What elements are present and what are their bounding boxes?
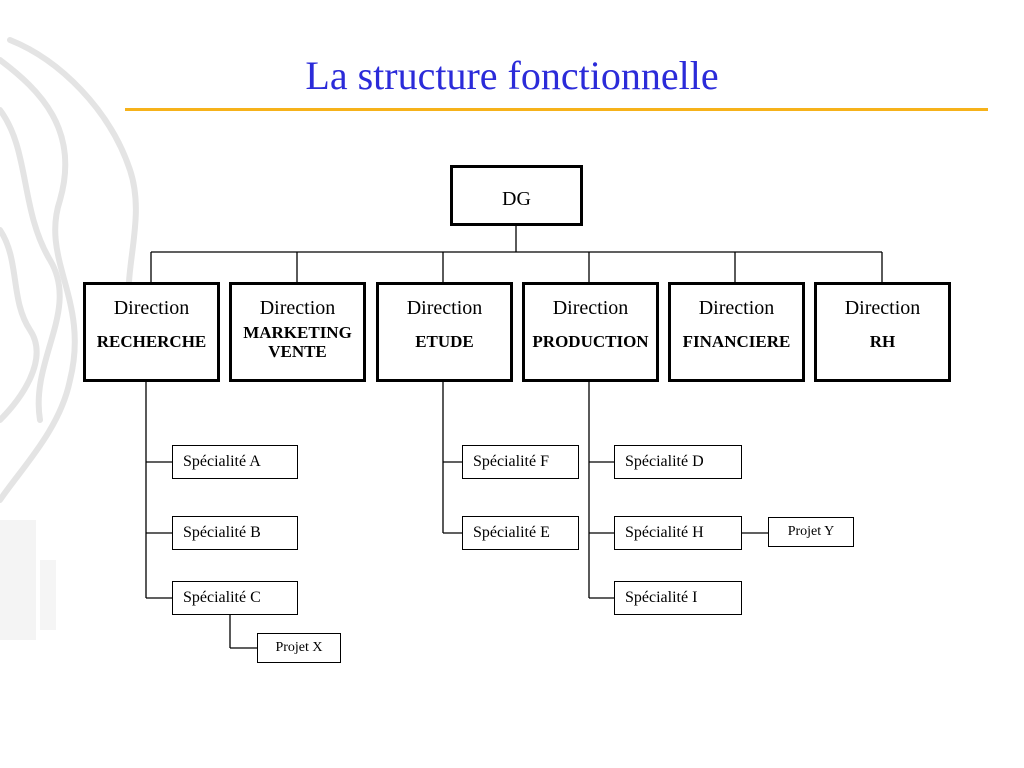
- projet-y-box: Projet Y: [768, 517, 854, 547]
- direction-financiere-box: Direction FINANCIERE: [668, 282, 805, 382]
- direction-name: FINANCIERE: [682, 332, 791, 351]
- direction-name: RECHERCHE: [96, 332, 207, 351]
- direction-label: Direction: [552, 297, 629, 319]
- direction-name: ETUDE: [415, 332, 474, 351]
- direction-etude-box: Direction ETUDE: [376, 282, 513, 382]
- direction-label: Direction: [113, 297, 190, 319]
- specialite-b-box: Spécialité B: [172, 516, 298, 550]
- projet-x-box: Projet X: [257, 633, 341, 663]
- dg-box: DG: [450, 165, 583, 226]
- title-underline: [125, 108, 988, 111]
- slide-title: La structure fonctionnelle: [305, 53, 719, 98]
- direction-label: Direction: [259, 297, 336, 319]
- direction-marketing-vente-box: Direction MARKETING VENTE: [229, 282, 366, 382]
- direction-label: Direction: [406, 297, 483, 319]
- direction-production-box: Direction PRODUCTION: [522, 282, 659, 382]
- direction-name: RH: [869, 332, 896, 351]
- direction-label: Direction: [698, 297, 775, 319]
- direction-label: Direction: [844, 297, 921, 319]
- specialite-h-box: Spécialité H: [614, 516, 742, 550]
- specialite-c-box: Spécialité C: [172, 581, 298, 615]
- specialite-d-box: Spécialité D: [614, 445, 742, 479]
- direction-name: PRODUCTION: [532, 332, 649, 351]
- specialite-i-box: Spécialité I: [614, 581, 742, 615]
- direction-rh-box: Direction RH: [814, 282, 951, 382]
- direction-recherche-box: Direction RECHERCHE: [83, 282, 220, 382]
- specialite-e-box: Spécialité E: [462, 516, 579, 550]
- specialite-a-box: Spécialité A: [172, 445, 298, 479]
- direction-name: MARKETING VENTE: [243, 323, 352, 361]
- specialite-f-box: Spécialité F: [462, 445, 579, 479]
